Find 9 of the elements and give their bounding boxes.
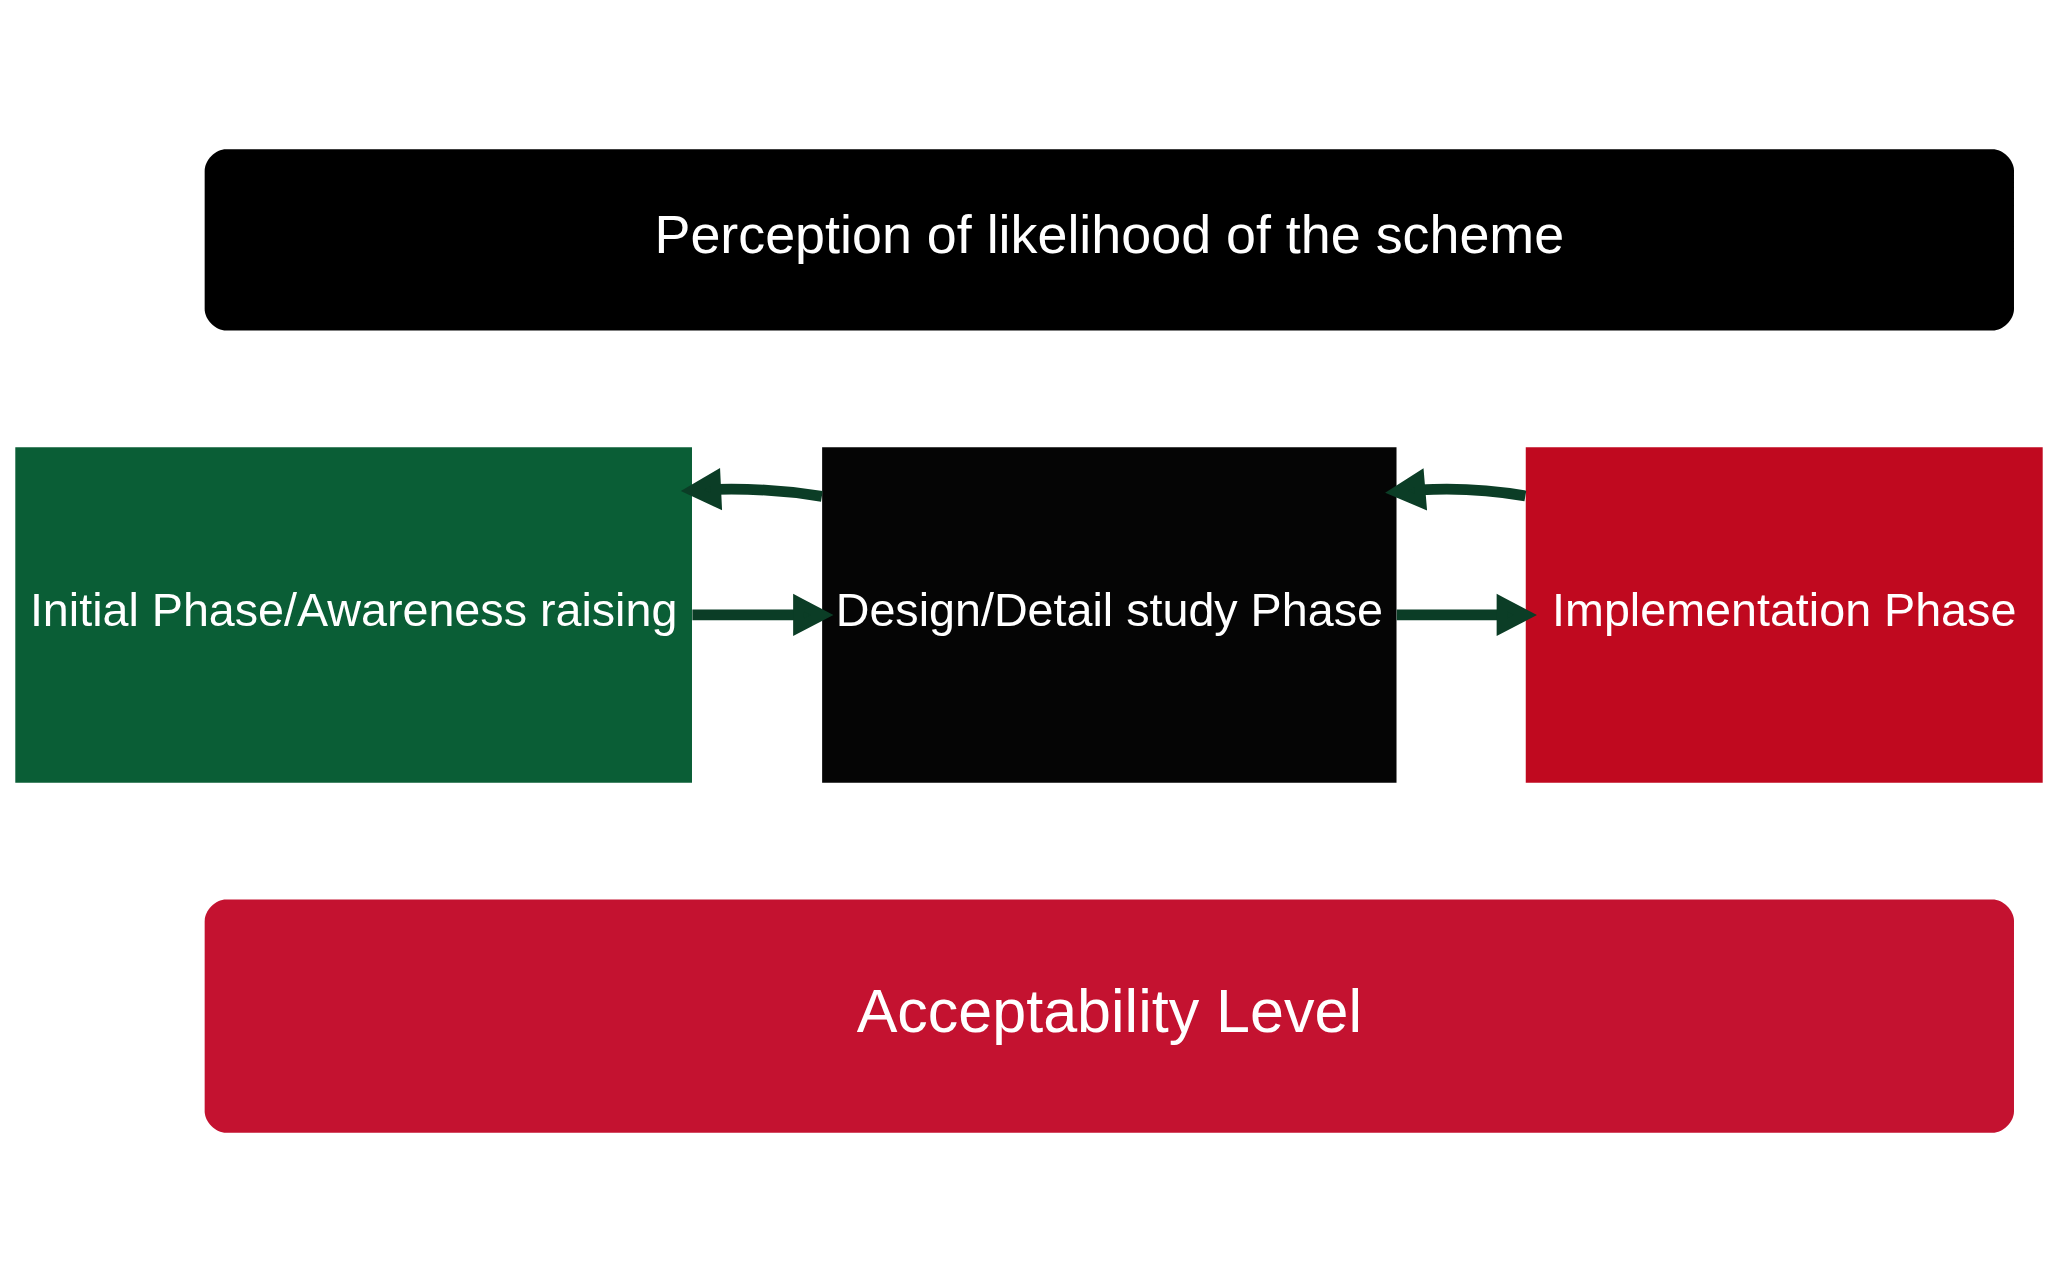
node-box: Design/Detail study Phase — [822, 447, 1397, 783]
arrow — [1385, 468, 1527, 511]
arrow — [1396, 593, 1537, 637]
arrow — [680, 467, 823, 511]
node-box: Acceptability Level — [204, 899, 2014, 1133]
node-box: Initial Phase/Awareness raising — [15, 447, 692, 783]
arrow — [692, 593, 834, 637]
node-box: Perception of likelihood of the scheme — [204, 149, 2014, 331]
node-box: Implementation Phase — [1525, 447, 2043, 783]
